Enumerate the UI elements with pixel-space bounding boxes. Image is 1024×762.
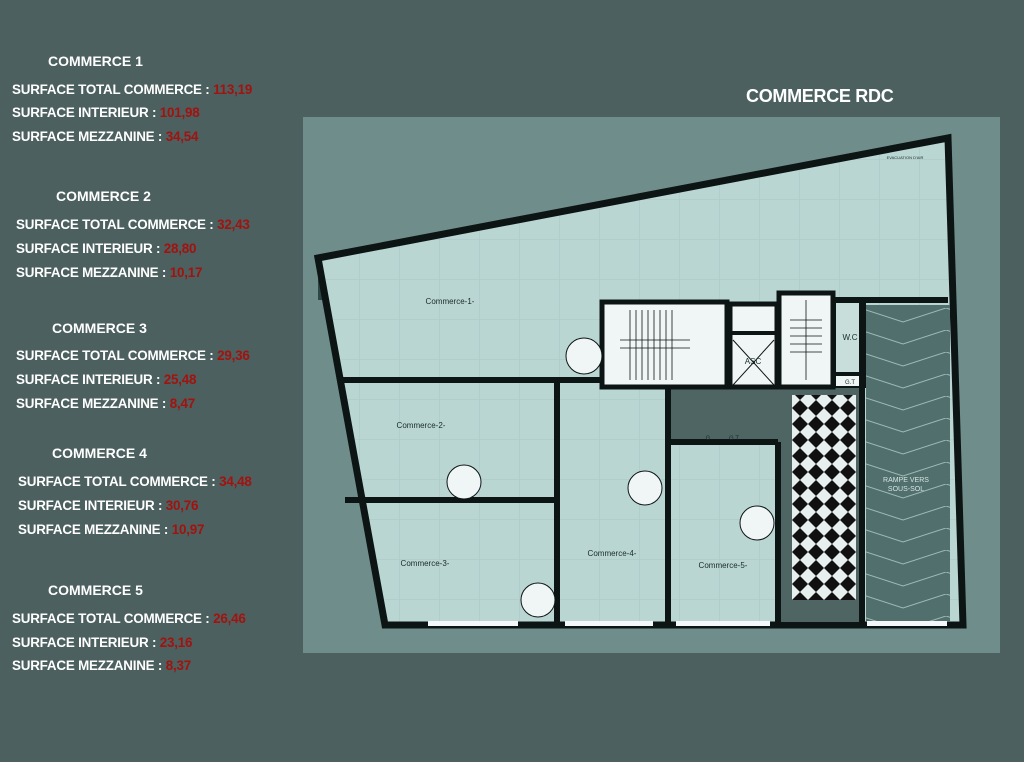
surface-mezzanine: SURFACE MEZZANINE : 34,54	[12, 129, 198, 144]
label: SURFACE MEZZANINE :	[12, 129, 163, 144]
elevator	[727, 301, 780, 390]
value: 8,37	[165, 658, 191, 673]
value: 10,97	[171, 522, 205, 537]
commerce-heading: COMMERCE 5	[48, 582, 143, 598]
surface-total: SURFACE TOTAL COMMERCE : 34,48	[18, 474, 252, 489]
room-label: Commerce-2-	[397, 421, 446, 430]
page-title: COMMERCE RDC	[746, 86, 894, 106]
ramp-label: SOUS-SOL	[888, 486, 924, 493]
value: 26,46	[213, 611, 246, 626]
surface-total: SURFACE TOTAL COMMERCE : 113,19	[12, 82, 252, 97]
room-label: Commerce-5-	[699, 561, 748, 570]
label: SURFACE INTERIEUR :	[12, 635, 157, 650]
value: 113,19	[213, 82, 253, 97]
value: 32,43	[217, 217, 250, 232]
surface-interieur: SURFACE INTERIEUR : 23,16	[12, 635, 192, 650]
value: 101,98	[159, 105, 200, 120]
label: SURFACE INTERIEUR :	[16, 241, 161, 256]
commerce-heading: COMMERCE 2	[56, 188, 151, 204]
label: SURFACE MEZZANINE :	[12, 658, 163, 673]
room-label: Commerce-4-	[588, 549, 637, 558]
surface-mezzanine: SURFACE MEZZANINE : 8,37	[12, 658, 191, 673]
gt-label-2: G.T	[729, 436, 739, 442]
surface-mezzanine: SURFACE MEZZANINE : 8,47	[16, 396, 195, 411]
value: 34,54	[165, 129, 199, 144]
commerce-heading: COMMERCE 1	[48, 53, 143, 69]
label: SURFACE TOTAL COMMERCE :	[12, 611, 210, 626]
label: SURFACE MEZZANINE :	[16, 396, 167, 411]
marble-hall	[667, 387, 790, 440]
patterned-corridor	[792, 395, 856, 600]
value: 29,36	[217, 348, 250, 363]
ramp-label: RAMPE VERS	[883, 477, 929, 484]
spiral-stair	[565, 337, 603, 375]
wc-label: W.C	[842, 333, 857, 342]
commerce-heading: COMMERCE 3	[52, 320, 147, 336]
label: SURFACE INTERIEUR :	[16, 372, 161, 387]
staircase	[599, 299, 730, 390]
value: 8,47	[169, 396, 195, 411]
gt-label: G.T	[845, 380, 855, 386]
value: 34,48	[219, 474, 252, 489]
label: SURFACE TOTAL COMMERCE :	[12, 82, 210, 97]
commerce-heading: COMMERCE 4	[52, 445, 147, 461]
value: 10,17	[169, 265, 203, 280]
value: 25,48	[163, 372, 197, 387]
value: 30,76	[165, 498, 199, 513]
room-label: Commerce-1-	[426, 297, 475, 306]
surface-interieur: SURFACE INTERIEUR : 101,98	[12, 105, 200, 120]
surface-mezzanine: SURFACE MEZZANINE : 10,97	[18, 522, 204, 537]
value: 28,80	[163, 241, 197, 256]
surface-total: SURFACE TOTAL COMMERCE : 26,46	[12, 611, 246, 626]
gaine-label: EVACUATION D'AIR	[887, 155, 924, 160]
surface-interieur: SURFACE INTERIEUR : 25,48	[16, 372, 196, 387]
label: SURFACE INTERIEUR :	[18, 498, 163, 513]
asc-label: ASC	[745, 357, 762, 366]
label: SURFACE TOTAL COMMERCE :	[16, 217, 214, 232]
surface-total: SURFACE TOTAL COMMERCE : 29,36	[16, 348, 250, 363]
value: 23,16	[159, 635, 193, 650]
surface-interieur: SURFACE INTERIEUR : 30,76	[18, 498, 198, 513]
g-label: G	[706, 436, 711, 442]
label: SURFACE INTERIEUR :	[12, 105, 157, 120]
label: SURFACE MEZZANINE :	[18, 522, 169, 537]
room-label: Commerce-3-	[401, 559, 450, 568]
surface-total: SURFACE TOTAL COMMERCE : 32,43	[16, 217, 250, 232]
surface-mezzanine: SURFACE MEZZANINE : 10,17	[16, 265, 202, 280]
label: SURFACE TOTAL COMMERCE :	[16, 348, 214, 363]
label: SURFACE MEZZANINE :	[16, 265, 167, 280]
label: SURFACE TOTAL COMMERCE :	[18, 474, 216, 489]
surface-interieur: SURFACE INTERIEUR : 28,80	[16, 241, 196, 256]
